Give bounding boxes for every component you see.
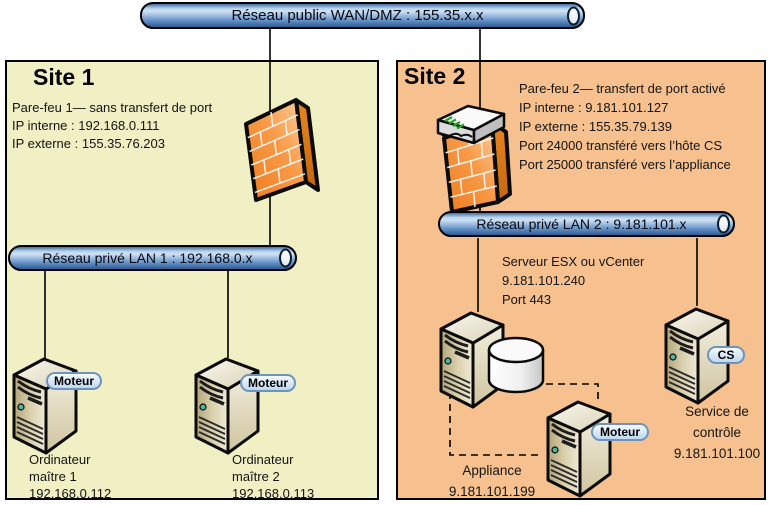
pipe-end-cap xyxy=(717,214,730,234)
firewall2-icon xyxy=(436,96,520,214)
site1-title: Site 1 xyxy=(33,64,95,90)
wan-network-label: Réseau public WAN/DMZ : 155.35.x.x xyxy=(231,7,484,24)
lan1-network-pipe: Réseau privé LAN 1 : 192.168.0.x xyxy=(8,245,297,271)
esx-info-line: 9.181.101.240 xyxy=(502,273,586,288)
site2-firewall-info-line: Port 25000 transféré vers l’appliance xyxy=(519,157,731,172)
appliance-server-icon xyxy=(540,396,616,498)
site2-firewall-info-line: IP interne : 9.181.101.127 xyxy=(519,100,669,115)
master1-label-line: maître 1 xyxy=(29,469,77,484)
appliance-label-line: Appliance xyxy=(462,463,522,478)
cs-label-line: 9.181.101.100 xyxy=(673,446,761,461)
lan2-network-pipe: Réseau privé LAN 2 : 9.181.101.x xyxy=(438,211,735,237)
master1-label: Ordinateur maître 1 192.168.0.112 xyxy=(29,451,111,502)
esx-to-appliance-dashed-line xyxy=(449,392,541,456)
site2-firewall-info-line: Port 24000 transféré vers l’hôte CS xyxy=(519,138,723,153)
database-icon xyxy=(486,335,546,397)
pipe-end-cap xyxy=(279,248,292,268)
appliance-label-line: 9.181.101.199 xyxy=(448,484,536,499)
site1-firewall-info-line: Pare-feu 1— sans transfert de port xyxy=(12,100,213,115)
master2-server-icon xyxy=(188,353,264,455)
master1-label-line: Ordinateur xyxy=(29,452,91,467)
site2-firewall-info: Pare-feu 2— transfert de port activé IP … xyxy=(519,79,731,174)
cs-badge: CS xyxy=(707,346,745,364)
lan1-network-label: Réseau privé LAN 1 : 192.168.0.x xyxy=(42,250,253,266)
lan2-network-label: Réseau privé LAN 2 : 9.181.101.x xyxy=(476,216,687,232)
master1-label-line: 192.168.0.112 xyxy=(29,486,112,501)
master1-moteur-badge: Moteur xyxy=(46,372,102,390)
esx-info: Serveur ESX ou vCenter 9.181.101.240 Por… xyxy=(502,252,644,309)
esx-info-line: Port 443 xyxy=(502,292,552,307)
master2-label: Ordinateur maître 2 192.168.0.113 xyxy=(232,451,314,502)
site2-title: Site 2 xyxy=(404,63,466,89)
site1-firewall-info-line: IP interne : 192.168.0.111 xyxy=(12,118,160,133)
cs-label: Service de contrôle 9.181.101.100 xyxy=(666,401,768,464)
wan-network-pipe: Réseau public WAN/DMZ : 155.35.x.x xyxy=(140,2,585,29)
master2-label-line: maître 2 xyxy=(232,469,280,484)
master2-label-line: Ordinateur xyxy=(232,452,294,467)
cs-label-line: contrôle xyxy=(692,425,742,440)
db-to-appliance-dashed-line xyxy=(546,383,599,400)
appliance-label: Appliance 9.181.101.199 xyxy=(437,460,547,502)
master2-label-line: 192.168.0.113 xyxy=(232,486,315,501)
firewall1-icon xyxy=(234,92,326,202)
site1-firewall-info: Pare-feu 1— sans transfert de port IP in… xyxy=(12,99,212,153)
cs-label-line: Service de xyxy=(685,404,749,419)
esx-info-line: Serveur ESX ou vCenter xyxy=(502,254,645,269)
pipe-end-cap xyxy=(567,6,580,25)
site1-firewall-info-line: IP externe : 155.35.76.203 xyxy=(12,136,165,151)
master2-moteur-badge: Moteur xyxy=(240,374,296,392)
site2-firewall-info-line: Pare-feu 2— transfert de port activé xyxy=(519,81,726,96)
master1-server-icon xyxy=(6,353,82,455)
site2-firewall-info-line: IP externe : 155.35.79.139 xyxy=(519,119,672,134)
appliance-moteur-badge: Moteur xyxy=(591,423,649,441)
